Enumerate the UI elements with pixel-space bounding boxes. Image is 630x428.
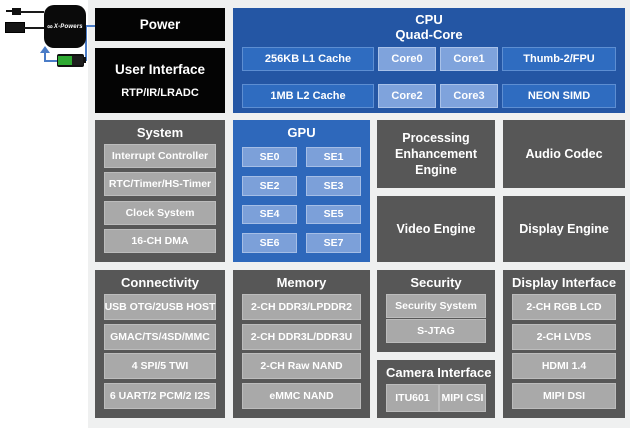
cpu-title-line2: Quad-Core [395, 26, 463, 42]
cpu-rows: 256KB L1 Cache Core0 Core1 Thumb-2/FPU 1… [242, 46, 616, 108]
connectivity-block: Connectivity USB OTG/2USB HOST GMAC/TS/4… [95, 270, 225, 418]
battery-empty-level [72, 56, 83, 65]
system-item-rtc-timer: RTC/Timer/HS-Timer [104, 172, 216, 197]
gpu-title: GPU [287, 125, 316, 140]
pmic-to-battery-line [85, 25, 87, 61]
connectivity-title: Connectivity [120, 275, 199, 290]
user-interface-subtitle: RTP/IR/LRADC [121, 87, 199, 99]
processing-enhancement-engine-block: Processing Enhancement Engine [377, 120, 495, 188]
pmic-to-power-line [85, 25, 95, 27]
system-item-interrupt-controller: Interrupt Controller [104, 144, 216, 168]
display-interface-block: Display Interface 2-CH RGB LCD 2-CH LVDS… [503, 270, 625, 418]
system-item-dma: 16-CH DMA [104, 228, 216, 253]
connectivity-item-usb: USB OTG/2USB HOST [104, 294, 216, 320]
battery-to-pmic-line [44, 60, 58, 62]
gpu-se7: SE7 [306, 233, 361, 253]
system-title: System [136, 125, 184, 140]
camera-item-mipi-csi: MIPI CSI [438, 384, 486, 412]
cpu-l2-cache: 1MB L2 Cache [242, 83, 374, 108]
display-item-lvds: 2-CH LVDS [512, 323, 616, 350]
system-items: Interrupt Controller RTC/Timer/HS-Timer … [104, 144, 216, 253]
battery-tip [84, 57, 86, 63]
gpu-se3: SE3 [306, 175, 361, 196]
dc-plug-icon [12, 8, 21, 15]
battery-icon [57, 54, 84, 67]
gpu-se6: SE6 [242, 233, 297, 253]
video-engine-block: Video Engine [377, 196, 495, 262]
video-engine-title: Video Engine [396, 221, 476, 236]
camera-interface-title: Camera Interface [386, 365, 492, 380]
dc-plug-wire [20, 11, 44, 13]
arrow-up-icon [40, 46, 50, 53]
gpu-se0: SE0 [242, 147, 297, 167]
memory-item-ddr3l-ddr3u: 2-CH DDR3L/DDR3U [242, 323, 361, 350]
security-item-security-system: Security System [386, 294, 486, 318]
dc-plug-prong [6, 10, 12, 12]
gpu-block: GPU SE0 SE1 SE2 SE3 SE4 SE5 SE6 SE7 [233, 120, 370, 262]
cpu-l1-cache: 256KB L1 Cache [242, 46, 374, 71]
camera-interface-items: ITU601 MIPI CSI [386, 384, 486, 412]
connectivity-item-gmac: GMAC/TS/4SD/MMC [104, 323, 216, 350]
user-interface-block: User Interface RTP/IR/LRADC [95, 48, 225, 113]
power-block: Power [95, 8, 225, 41]
processing-enhancement-engine-title: Processing Enhancement Engine [395, 130, 477, 178]
memory-item-ddr3-lpddr2: 2-CH DDR3/LPDDR2 [242, 294, 361, 320]
connectivity-item-spi-twi: 4 SPI/5 TWI [104, 353, 216, 380]
cpu-row-1: 256KB L1 Cache Core0 Core1 Thumb-2/FPU [242, 46, 616, 71]
security-items: Security System S-JTAG [386, 294, 486, 343]
system-item-clock-system: Clock System [104, 200, 216, 225]
display-engine-title: Display Engine [519, 221, 609, 236]
power-connector-wire [24, 27, 44, 29]
memory-block: Memory 2-CH DDR3/LPDDR2 2-CH DDR3L/DDR3U… [233, 270, 370, 418]
battery-charge-level [58, 56, 72, 65]
memory-title: Memory [276, 275, 327, 290]
cpu-core2: Core2 [378, 83, 436, 108]
cpu-block: CPU Quad-Core 256KB L1 Cache Core0 Core1… [233, 8, 625, 113]
system-block: System Interrupt Controller RTC/Timer/HS… [95, 120, 225, 262]
display-interface-items: 2-CH RGB LCD 2-CH LVDS HDMI 1.4 MIPI DSI [512, 294, 616, 409]
connectivity-items: USB OTG/2USB HOST GMAC/TS/4SD/MMC 4 SPI/… [104, 294, 216, 409]
display-engine-block: Display Engine [503, 196, 625, 262]
power-title: Power [139, 17, 181, 32]
cpu-thumb2-fpu: Thumb-2/FPU [502, 46, 616, 71]
security-title: Security [410, 275, 462, 290]
connectivity-item-uart-pcm-i2s: 6 UART/2 PCM/2 I2S [104, 382, 216, 409]
cpu-title-line1: CPU [415, 12, 443, 27]
cpu-neon-simd: NEON SIMD [502, 83, 616, 108]
gpu-se4: SE4 [242, 204, 297, 225]
memory-item-emmc-nand: eMMC NAND [242, 382, 361, 409]
display-interface-title: Display Interface [512, 275, 617, 290]
user-interface-title: User Interface [114, 62, 206, 77]
cpu-row-2: 1MB L2 Cache Core2 Core3 NEON SIMD [242, 83, 616, 108]
camera-interface-block: Camera Interface ITU601 MIPI CSI [377, 360, 495, 418]
gpu-se1: SE1 [306, 147, 361, 167]
display-item-hdmi: HDMI 1.4 [512, 353, 616, 380]
cpu-core3: Core3 [440, 83, 498, 108]
cpu-title: CPU Quad-Core [242, 12, 616, 43]
power-connector-icon [5, 22, 25, 33]
cpu-core1: Core1 [440, 46, 498, 71]
audio-codec-block: Audio Codec [503, 120, 625, 188]
battery-to-pmic-riser [44, 52, 46, 62]
xpowers-logo-text: X-Powers [53, 23, 83, 30]
gpu-se2: SE2 [242, 175, 297, 196]
gpu-shader-grid: SE0 SE1 SE2 SE3 SE4 SE5 SE6 SE7 [242, 147, 361, 253]
display-item-mipi-dsi: MIPI DSI [512, 382, 616, 409]
memory-item-raw-nand: 2-CH Raw NAND [242, 353, 361, 380]
display-item-rgb-lcd: 2-CH RGB LCD [512, 294, 616, 320]
audio-codec-title: Audio Codec [525, 146, 603, 161]
pmic-chip: ∞ X-Powers [44, 5, 86, 48]
cpu-core0: Core0 [378, 46, 436, 71]
gpu-se5: SE5 [306, 204, 361, 225]
memory-items: 2-CH DDR3/LPDDR2 2-CH DDR3L/DDR3U 2-CH R… [242, 294, 361, 409]
security-block: Security Security System S-JTAG [377, 270, 495, 352]
camera-item-itu601: ITU601 [386, 384, 439, 412]
security-item-s-jtag: S-JTAG [386, 319, 486, 343]
xpowers-logo-icon: ∞ [47, 22, 53, 31]
